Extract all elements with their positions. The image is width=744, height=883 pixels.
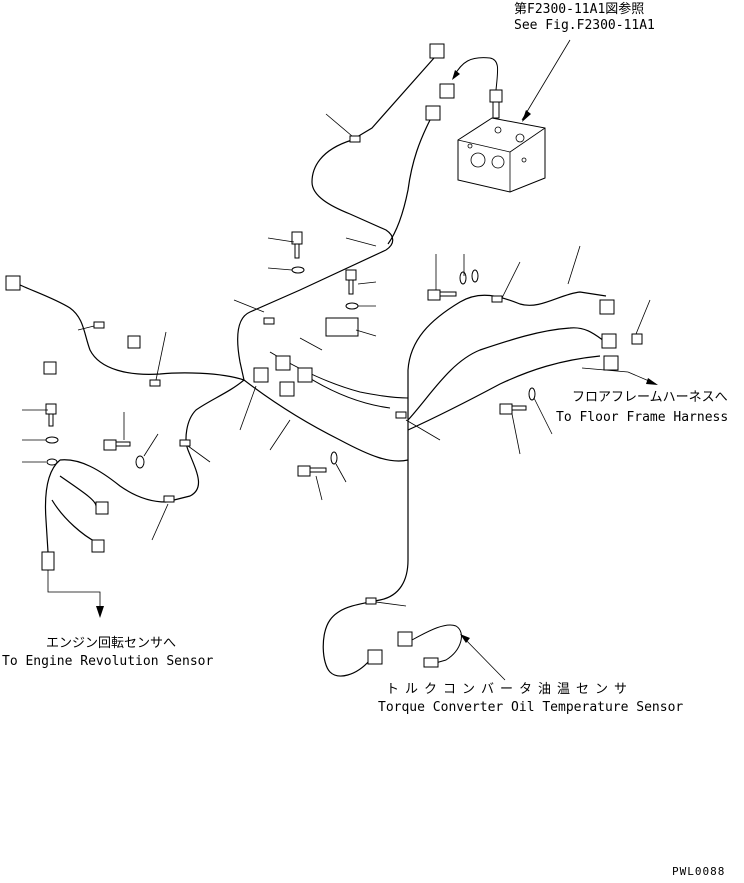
valve-block bbox=[457, 117, 546, 193]
bolts bbox=[45, 231, 536, 477]
harness-connectors bbox=[5, 275, 619, 665]
main-harness bbox=[17, 283, 613, 677]
top-connectors bbox=[237, 43, 455, 381]
engine-sensor-label-jp: エンジン回転センサへ bbox=[46, 636, 177, 651]
torque-sensor-label-jp: トルクコンバータ油温センサ bbox=[386, 682, 634, 697]
torque-sensor-label-en: Torque Converter Oil Temperature Sensor bbox=[378, 700, 684, 715]
floor-frame-label-en: To Floor Frame Harness bbox=[556, 410, 729, 425]
leader-lines bbox=[22, 113, 658, 618]
valve-connector bbox=[452, 57, 503, 119]
clamps bbox=[93, 135, 643, 605]
arrow-head bbox=[522, 110, 531, 122]
floor-frame-label-jp: フロアフレームハーネスへ bbox=[572, 390, 728, 405]
leader-valve bbox=[521, 39, 571, 121]
see-fig-label-jp: 第F2300-11A1図参照 bbox=[514, 2, 645, 17]
see-fig-label-en: See Fig.F2300-11A1 bbox=[514, 18, 655, 33]
temperature-sensor bbox=[411, 624, 506, 681]
engine-sensor-label-en: To Engine Revolution Sensor bbox=[2, 654, 214, 669]
drawing-code: PWL0088 bbox=[672, 865, 726, 878]
